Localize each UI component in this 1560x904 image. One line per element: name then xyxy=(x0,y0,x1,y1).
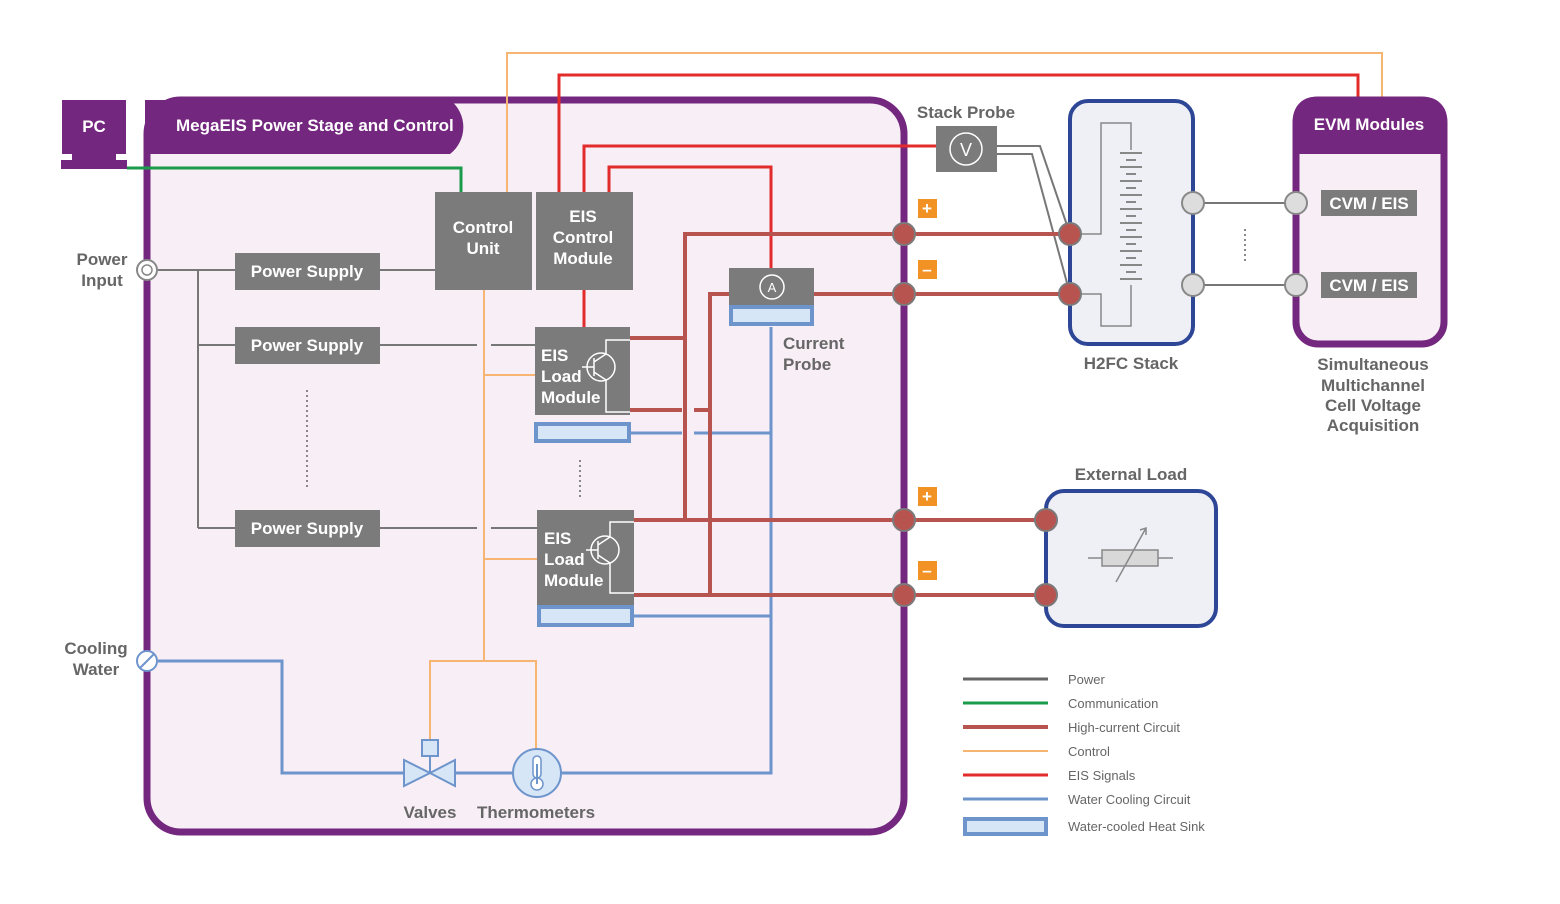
power-supply-3-label: Power Supply xyxy=(251,519,364,538)
eis-control-label-1: EIS xyxy=(569,207,596,226)
plus-marker: + xyxy=(922,487,932,506)
eis-control-label-3: Module xyxy=(553,249,613,268)
eis-load-2-label-3: Module xyxy=(544,571,604,590)
variable-resistor-icon xyxy=(1088,526,1173,583)
legend-label: Communication xyxy=(1068,696,1158,711)
acquisition-label-2: Multichannel xyxy=(1321,376,1425,395)
panel-title-bar xyxy=(145,100,464,154)
cvm-eis-label-2: CVM / EIS xyxy=(1329,276,1408,295)
eis-load-1-label-2: Load xyxy=(541,367,582,386)
control-unit-box xyxy=(435,192,532,290)
current-probe-label-2: Probe xyxy=(783,355,831,374)
control-unit-label-2: Unit xyxy=(466,239,499,258)
legend-label: Water-cooled Heat Sink xyxy=(1068,819,1205,834)
control-unit-label-1: Control xyxy=(453,218,513,237)
ammeter-icon xyxy=(759,274,785,300)
evm-title-bar xyxy=(1292,96,1447,154)
thermometer-icon xyxy=(512,748,562,798)
plus-marker: + xyxy=(922,199,932,218)
power-supply-1-label: Power Supply xyxy=(251,262,364,281)
acquisition-label-3: Cell Voltage xyxy=(1325,396,1421,415)
legend-label: EIS Signals xyxy=(1068,768,1136,783)
control-lines xyxy=(429,52,1383,750)
stack-probe-label: Stack Probe xyxy=(917,103,1015,122)
voltmeter-symbol: V xyxy=(960,140,972,160)
heat-sink-1 xyxy=(534,422,631,443)
power-supply-boxes xyxy=(235,253,380,547)
cvm-eis-box-2 xyxy=(1321,272,1417,298)
eis-load-1-label-3: Module xyxy=(541,388,601,407)
polarity-markers xyxy=(918,199,937,580)
valves-label: Valves xyxy=(404,803,457,822)
legend xyxy=(963,677,1048,836)
legend-label: Power xyxy=(1068,672,1106,687)
panel-terminals xyxy=(892,222,916,607)
transistor-icon xyxy=(582,339,630,413)
fuel-cell-icon xyxy=(1120,152,1142,280)
minus-marker: – xyxy=(922,561,931,580)
evm-inputs xyxy=(1284,191,1308,297)
water-inlet-icon xyxy=(136,650,158,672)
cooling-water-label-2: Water xyxy=(73,660,120,679)
load-terminals xyxy=(1034,508,1058,607)
power-input-label-2: Input xyxy=(81,271,123,290)
voltmeter-icon xyxy=(949,132,983,166)
eis-load-module-2-box xyxy=(537,510,634,605)
eis-load-1-label-1: EIS xyxy=(541,346,568,365)
ammeter-symbol: A xyxy=(768,280,777,295)
evm-modules-label: EVM Modules xyxy=(1314,115,1425,134)
water-lines xyxy=(158,327,773,775)
current-probe-label-1: Current xyxy=(783,334,845,353)
eis-control-module-box xyxy=(536,192,633,290)
pc-icon xyxy=(61,100,127,169)
transistor-icon xyxy=(586,521,634,594)
communication-line xyxy=(127,166,463,192)
thermometers-label: Thermometers xyxy=(477,803,595,822)
power-supply-2-label: Power Supply xyxy=(251,336,364,355)
power-lines xyxy=(158,145,1296,529)
heat-sink-probe xyxy=(729,305,814,326)
legend-label: High-current Circuit xyxy=(1068,720,1180,735)
cooling-water-label-1: Cooling xyxy=(64,639,127,658)
external-load-label: External Load xyxy=(1075,465,1187,484)
cvm-eis-box-1 xyxy=(1321,190,1417,216)
stack-cell-taps xyxy=(1181,191,1205,297)
legend-label: Control xyxy=(1068,744,1110,759)
heat-sink-2 xyxy=(537,605,634,627)
minus-marker: – xyxy=(922,260,931,279)
panel-title: MegaEIS Power Stage and Control xyxy=(176,116,454,135)
h2fc-stack-label: H2FC Stack xyxy=(1084,354,1179,373)
high-current-lines xyxy=(630,232,1070,597)
eis-signal-lines xyxy=(557,73,1360,327)
stack-wiring xyxy=(1070,122,1132,327)
power-input-label-1: Power xyxy=(76,250,127,269)
eis-load-2-label-1: EIS xyxy=(544,529,571,548)
legend-label: Water Cooling Circuit xyxy=(1068,792,1191,807)
pc-label: PC xyxy=(82,117,106,136)
eis-load-2-label-2: Load xyxy=(544,550,585,569)
acquisition-label-1: Simultaneous xyxy=(1317,355,1428,374)
valve-icon xyxy=(403,739,456,788)
acquisition-label-4: Acquisition xyxy=(1327,416,1420,435)
power-plug-icon xyxy=(136,259,158,281)
cvm-eis-label-1: CVM / EIS xyxy=(1329,194,1408,213)
eis-control-label-2: Control xyxy=(553,228,613,247)
stack-terminals xyxy=(1058,222,1082,306)
